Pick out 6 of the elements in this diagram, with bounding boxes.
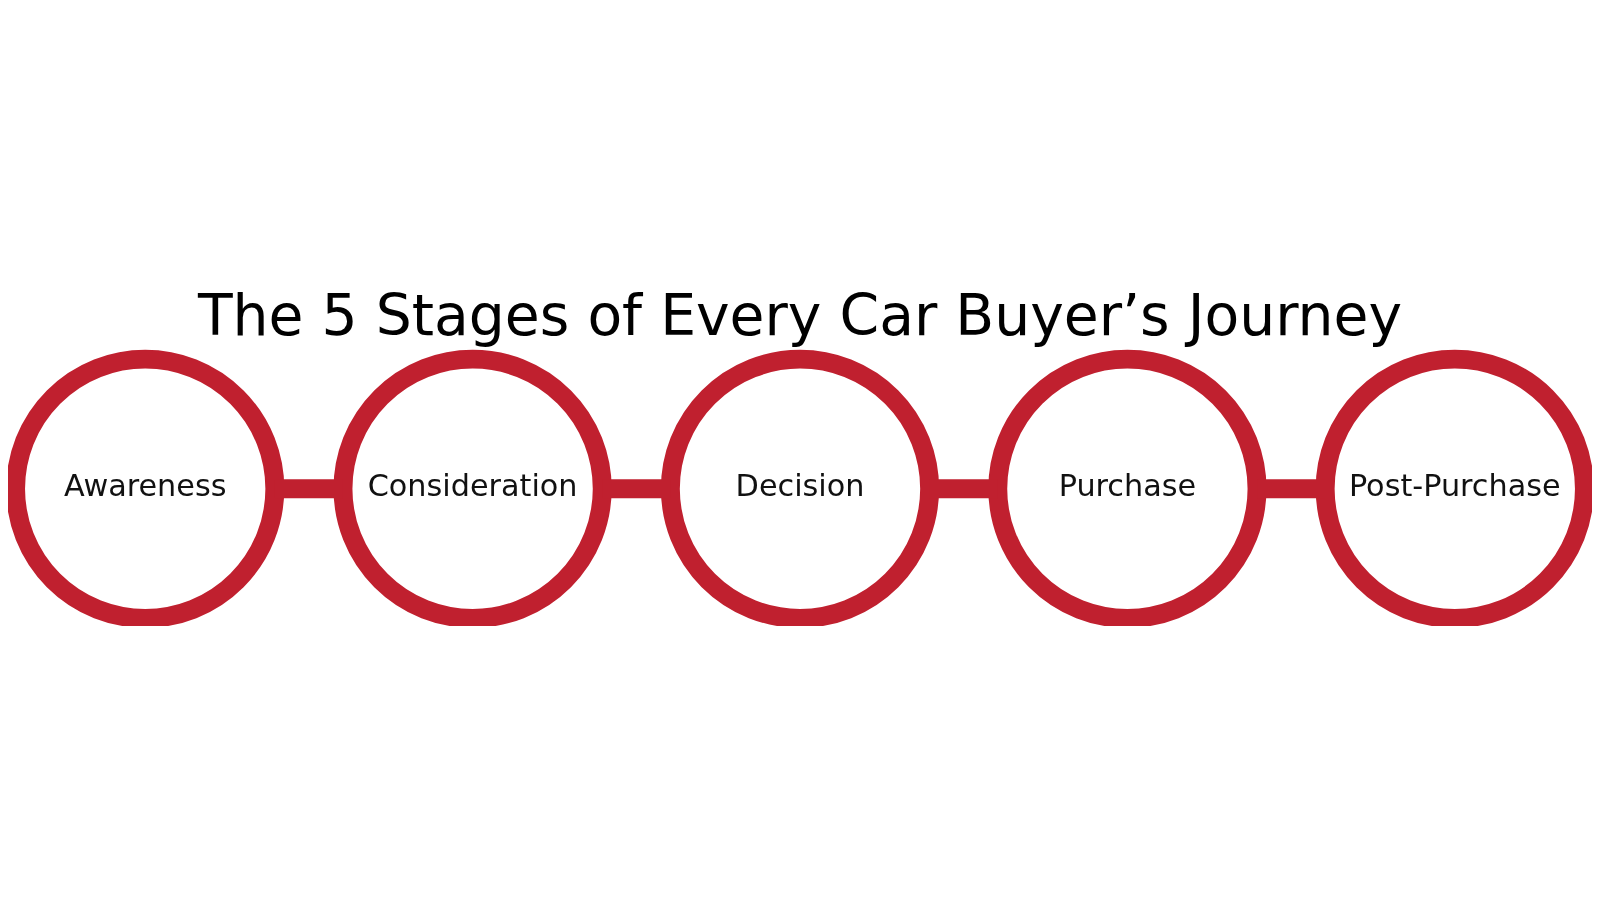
node-circle: Decision	[660, 349, 940, 626]
node-circle: Post-Purchase	[1315, 349, 1592, 626]
diagram-title: The 5 Stages of Every Car Buyer’s Journey	[197, 281, 1403, 348]
node-circle: Purchase	[988, 349, 1267, 626]
node-circle: Awareness	[8, 349, 285, 626]
node-circle: Consideration	[333, 349, 612, 626]
